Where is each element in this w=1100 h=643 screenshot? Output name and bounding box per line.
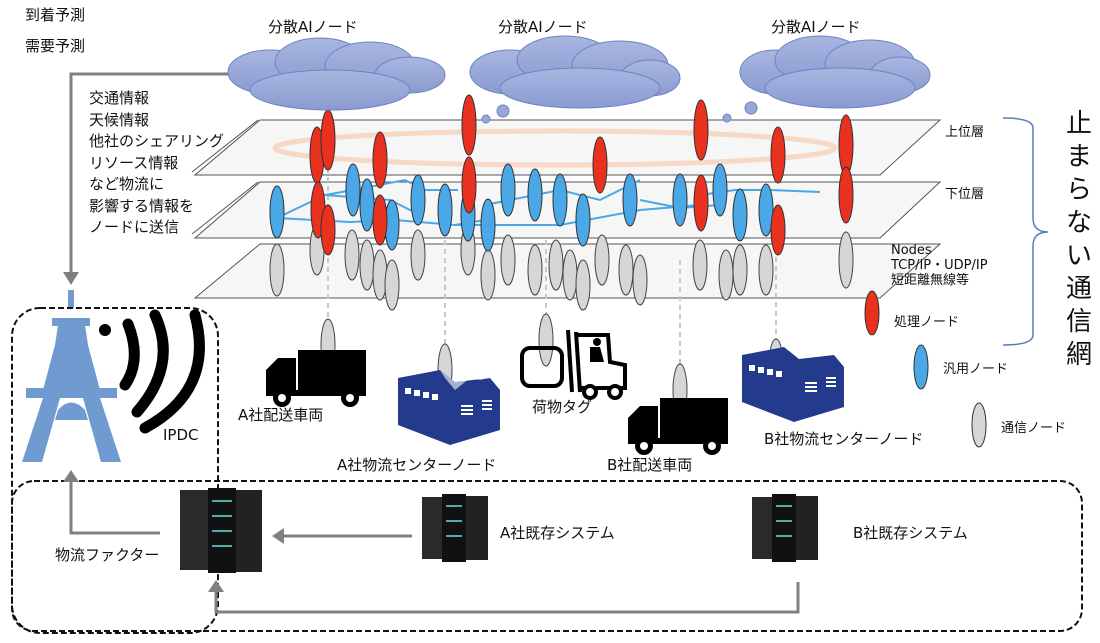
bracket-char: い	[1065, 241, 1092, 271]
ipdc-boundary	[11, 307, 219, 634]
server-logistics-factor-icon	[180, 488, 262, 573]
a-vehicle-label: A社配送車両	[238, 406, 324, 424]
nodes-title-label: Nodes	[891, 243, 932, 258]
plane-lower-layer	[193, 181, 942, 239]
warehouse-b-icon	[742, 347, 844, 422]
b-vehicle-label: B社配送車両	[607, 456, 693, 474]
server-b-icon	[752, 494, 818, 562]
b-center-label: B社物流センターノード	[764, 430, 924, 448]
info-line: 交通情報	[89, 89, 150, 107]
info-line: 影響する情報を	[89, 196, 195, 215]
bracket-char: ら	[1065, 175, 1092, 205]
cloud-label-1: 分散AIノード	[268, 18, 358, 36]
info-line: ノードに送信	[89, 218, 180, 236]
unstoppable-network-label: 止 ま ら な い 通 信 網	[1064, 108, 1094, 372]
bracket-char: ま	[1065, 142, 1092, 172]
b-existing-system-label: B社既存システム	[853, 524, 968, 542]
cloud-2	[469, 35, 681, 109]
info-line: 天候情報	[89, 110, 150, 129]
nodes-wireless-label: 短距離無線等	[891, 273, 970, 288]
server-a-icon	[422, 494, 488, 562]
info-block: 交通情報 天候情報 他社のシェアリング リソース情報 など物流に 影響する情報を…	[89, 88, 224, 239]
a-existing-system-label: A社既存システム	[500, 524, 615, 542]
truck-a-icon	[266, 350, 366, 407]
communication-nodes	[269, 224, 854, 311]
upper-layer-label: 上位層	[945, 125, 985, 140]
ai-ring	[272, 128, 838, 168]
forklift-icon	[520, 329, 627, 400]
info-feed-line	[69, 72, 228, 275]
forklift-driver-icon	[590, 338, 604, 362]
lower-layer-label: 下位層	[945, 187, 985, 202]
bracket-char: 通	[1065, 274, 1092, 304]
info-line: など物流に	[89, 175, 165, 193]
legend-communication-label: 通信ノード	[1001, 421, 1067, 436]
cargo-tag-label: 荷物タグ	[532, 398, 593, 416]
legend-processing-swatch	[864, 290, 880, 336]
cloud-label-2: 分散AIノード	[498, 18, 588, 36]
bracket-char: 網	[1065, 340, 1092, 370]
warehouse-a-icon	[398, 370, 500, 445]
network-bracket	[1002, 117, 1049, 346]
cloud-3	[739, 35, 931, 109]
general-nodes	[269, 163, 774, 252]
legend-processing-label: 処理ノード	[894, 315, 960, 330]
bracket-char: 信	[1065, 307, 1092, 337]
cloud-1	[227, 37, 446, 111]
arrival-forecast-label: 到着予測	[25, 6, 86, 24]
info-line: 他社のシェアリング	[89, 132, 225, 150]
ipdc-label: IPDC	[163, 426, 199, 444]
cloud-label-3: 分散AIノード	[771, 18, 861, 36]
bracket-char: 止	[1065, 109, 1092, 139]
bracket-char: な	[1065, 208, 1092, 238]
wireless-signal-icon	[99, 309, 205, 434]
processing-nodes	[309, 94, 854, 256]
truck-b-icon	[628, 398, 728, 455]
info-line: リソース情報	[89, 153, 179, 172]
demand-forecast-label: 需要予測	[25, 37, 86, 55]
nodes-protocols-label: TCP/IP・UDP/IP	[891, 258, 988, 273]
a-center-label: A社物流センターノード	[337, 456, 497, 474]
legend-general-swatch	[913, 344, 929, 390]
systems-boundary	[11, 480, 1083, 632]
data-flow-arrows	[69, 480, 800, 614]
logistics-factor-label: 物流ファクター	[55, 546, 160, 564]
legend-general-label: 汎用ノード	[943, 362, 1009, 377]
tower-icon	[22, 290, 121, 462]
legend-communication-swatch	[971, 402, 987, 448]
